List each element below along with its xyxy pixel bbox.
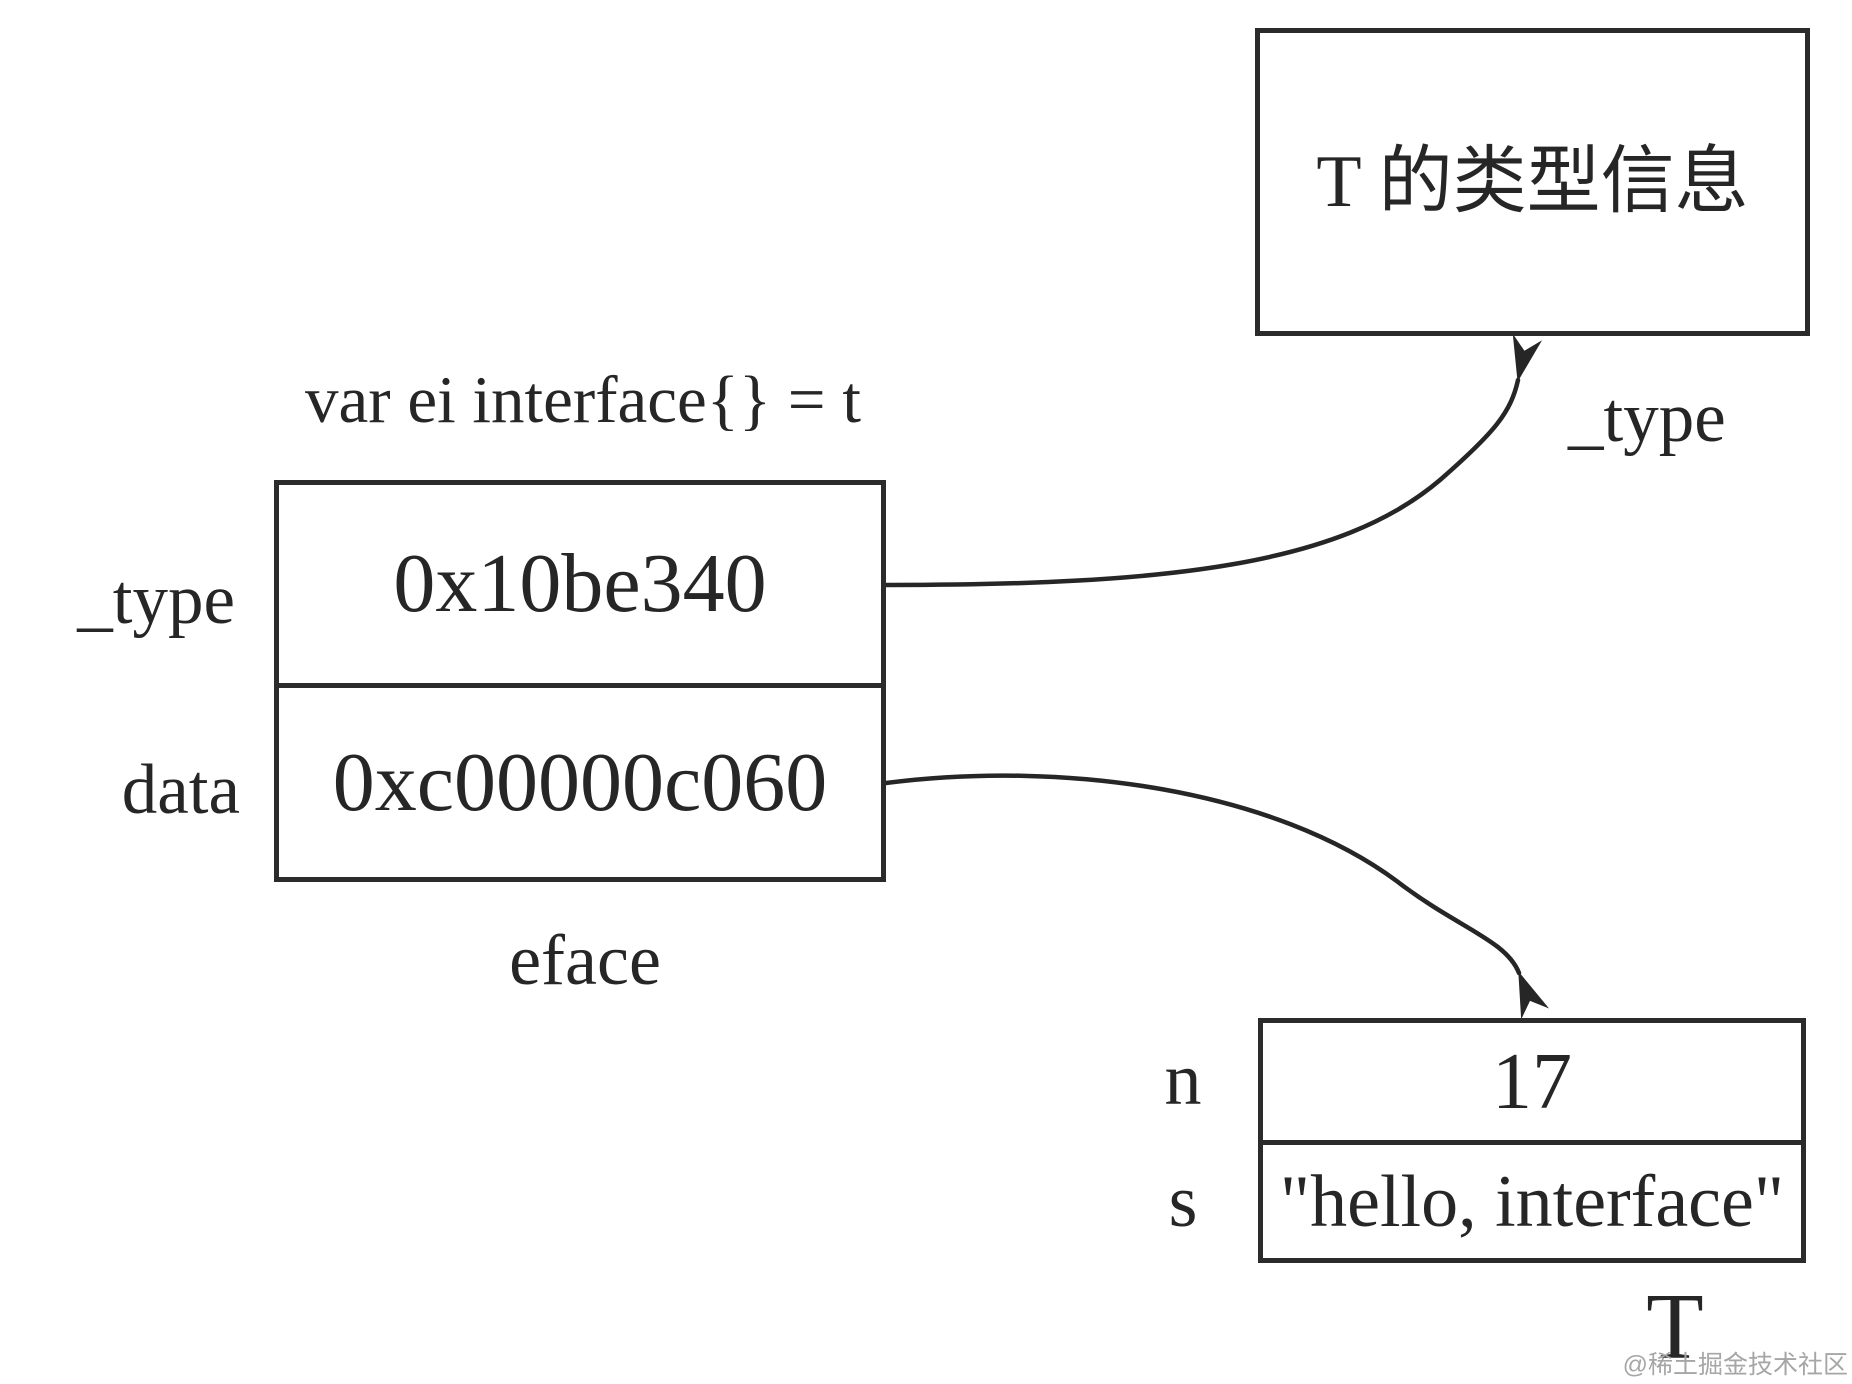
type-info-label: T 的类型信息 — [1316, 141, 1749, 223]
string-content-cell: "hello, interface" — [1279, 1160, 1785, 1243]
eface-type-cell: 0x10be340 — [279, 485, 881, 688]
data-pointer-arrow — [883, 773, 1550, 1020]
type-pointer-arrow — [883, 333, 1543, 588]
string-value-box: 17 "hello, interface" — [1258, 1018, 1806, 1263]
watermark-text: @稀土掘金技术社区 — [1622, 1351, 1848, 1379]
value-type-caption: T — [1646, 1275, 1704, 1379]
string-len-cell: 17 — [1263, 1023, 1801, 1145]
string-field-label-s: s — [1168, 1161, 1198, 1243]
type-pointer-label: _type — [1568, 378, 1726, 457]
eface-field-label-type: _type — [77, 561, 235, 639]
eface-caption: eface — [509, 919, 661, 1000]
string-field-label-n: n — [1164, 1039, 1202, 1121]
declaration-text: var ei interface{} = t — [305, 362, 861, 437]
eface-struct-box: 0x10be340 0xc00000c060 — [274, 480, 886, 882]
eface-field-label-data: data — [121, 751, 240, 829]
type-info-box: T 的类型信息 — [1255, 28, 1810, 336]
eface-data-cell: 0xc00000c060 — [332, 735, 828, 829]
